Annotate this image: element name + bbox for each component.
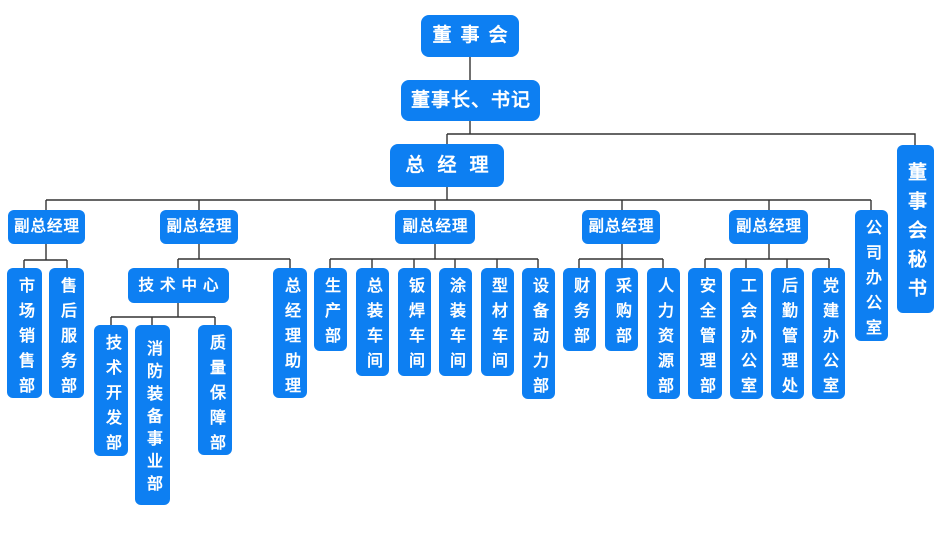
org-node-profile-workshop: 型材车间	[481, 268, 514, 377]
org-node-final-assembly-workshop: 总装车间	[356, 268, 389, 377]
org-node-gm-assistant: 总经理助理	[273, 268, 307, 402]
org-node-procurement-dept: 采购部	[605, 268, 638, 352]
org-node-tech-development-dept: 技术开发部	[94, 325, 128, 459]
org-node-board-secretary: 董事会秘书	[897, 145, 934, 313]
org-node-deputy-gm-3: 副总经理	[395, 210, 475, 244]
org-node-general-manager: 总经理	[390, 144, 504, 187]
org-node-deputy-gm-4: 副总经理	[582, 210, 660, 244]
org-node-hr-dept: 人力资源部	[647, 268, 680, 402]
org-node-chairman-secretary: 董事长、书记	[401, 80, 540, 121]
org-node-finance-dept: 财务部	[563, 268, 596, 352]
org-node-safety-management-dept: 安全管理部	[688, 268, 722, 402]
org-node-deputy-gm-1: 副总经理	[8, 210, 85, 244]
org-node-logistics-management-office: 后勤管理处	[771, 268, 804, 402]
org-node-sheet-welding-workshop: 钣焊车间	[398, 268, 431, 377]
org-node-board: 董事会	[421, 15, 519, 57]
org-node-fire-equipment-division: 消防装备事业部	[135, 325, 170, 505]
org-node-deputy-gm-5: 副总经理	[729, 210, 808, 244]
org-node-production-dept: 生产部	[314, 268, 347, 352]
org-node-technology-center: 技术中心	[128, 268, 229, 303]
org-node-deputy-gm-2: 副总经理	[160, 210, 238, 244]
org-node-quality-assurance-dept: 质量保障部	[198, 325, 232, 459]
org-node-union-office: 工会办公室	[730, 268, 763, 402]
org-node-party-building-office: 党建办公室	[812, 268, 845, 402]
org-node-equipment-power-dept: 设备动力部	[522, 268, 555, 402]
org-node-company-office: 公司办公室	[855, 210, 888, 344]
org-node-painting-workshop: 涂装车间	[439, 268, 472, 377]
org-node-marketing-sales-dept: 市场销售部	[7, 268, 42, 402]
org-node-after-sales-service-dept: 售后服务部	[49, 268, 84, 402]
